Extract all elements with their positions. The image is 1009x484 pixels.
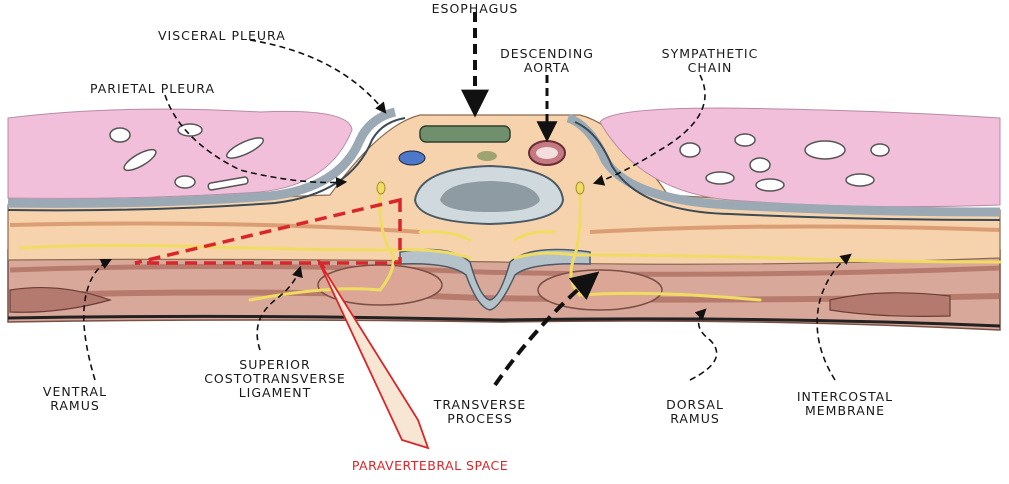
label-paravertebral-space: PARAVERTEBRAL SPACE xyxy=(300,459,560,473)
esophagus-shape xyxy=(420,126,510,142)
label-ventral-ramus-line2: RAMUS xyxy=(30,399,120,413)
label-superior-costotransverse-ligament: SUPERIOR COSTOTRANSVERSE LIGAMENT xyxy=(195,358,355,400)
thoracic-duct xyxy=(477,151,497,161)
label-descending-aorta-line1: DESCENDING xyxy=(487,47,607,61)
aorta-lumen xyxy=(536,147,558,159)
label-transverse-process: TRANSVERSE PROCESS xyxy=(410,398,550,426)
label-sympathetic-chain: SYMPATHETIC CHAIN xyxy=(650,47,770,75)
label-ventral-ramus-line1: VENTRAL xyxy=(30,385,120,399)
label-dorsal-ramus: DORSAL RAMUS xyxy=(650,398,740,426)
right-rib-head xyxy=(538,270,662,310)
label-paravertebral-space-text: PARAVERTEBRAL SPACE xyxy=(300,459,560,473)
label-intercostal-membrane: INTERCOSTAL MEMBRANE xyxy=(770,390,920,418)
label-sympathetic-chain-line1: SYMPATHETIC xyxy=(650,47,770,61)
label-sctl-line3: LIGAMENT xyxy=(195,386,355,400)
label-intercostal-membrane-line2: MEMBRANE xyxy=(770,404,920,418)
right-rib-outer xyxy=(830,293,950,317)
label-visceral-pleura-text: VISCERAL PLEURA xyxy=(158,29,286,43)
label-sctl-line2: COSTOTRANSVERSE xyxy=(195,372,355,386)
label-esophagus-text: ESOPHAGUS xyxy=(420,2,530,16)
label-dorsal-ramus-line1: DORSAL xyxy=(650,398,740,412)
label-sctl-line1: SUPERIOR xyxy=(195,358,355,372)
label-intercostal-membrane-line1: INTERCOSTAL xyxy=(770,390,920,404)
label-transverse-process-line2: PROCESS xyxy=(410,412,550,426)
label-visceral-pleura: VISCERAL PLEURA xyxy=(158,29,286,43)
label-transverse-process-line1: TRANSVERSE xyxy=(410,398,550,412)
label-ventral-ramus: VENTRAL RAMUS xyxy=(30,385,120,413)
label-dorsal-ramus-line2: RAMUS xyxy=(650,412,740,426)
label-parietal-pleura: PARIETAL PLEURA xyxy=(90,82,215,96)
label-descending-aorta-line2: AORTA xyxy=(487,61,607,75)
label-sympathetic-chain-line2: CHAIN xyxy=(650,61,770,75)
azygos-vein xyxy=(399,151,425,165)
label-descending-aorta: DESCENDING AORTA xyxy=(487,47,607,75)
label-esophagus: ESOPHAGUS xyxy=(420,2,530,16)
label-parietal-pleura-text: PARIETAL PLEURA xyxy=(90,82,215,96)
